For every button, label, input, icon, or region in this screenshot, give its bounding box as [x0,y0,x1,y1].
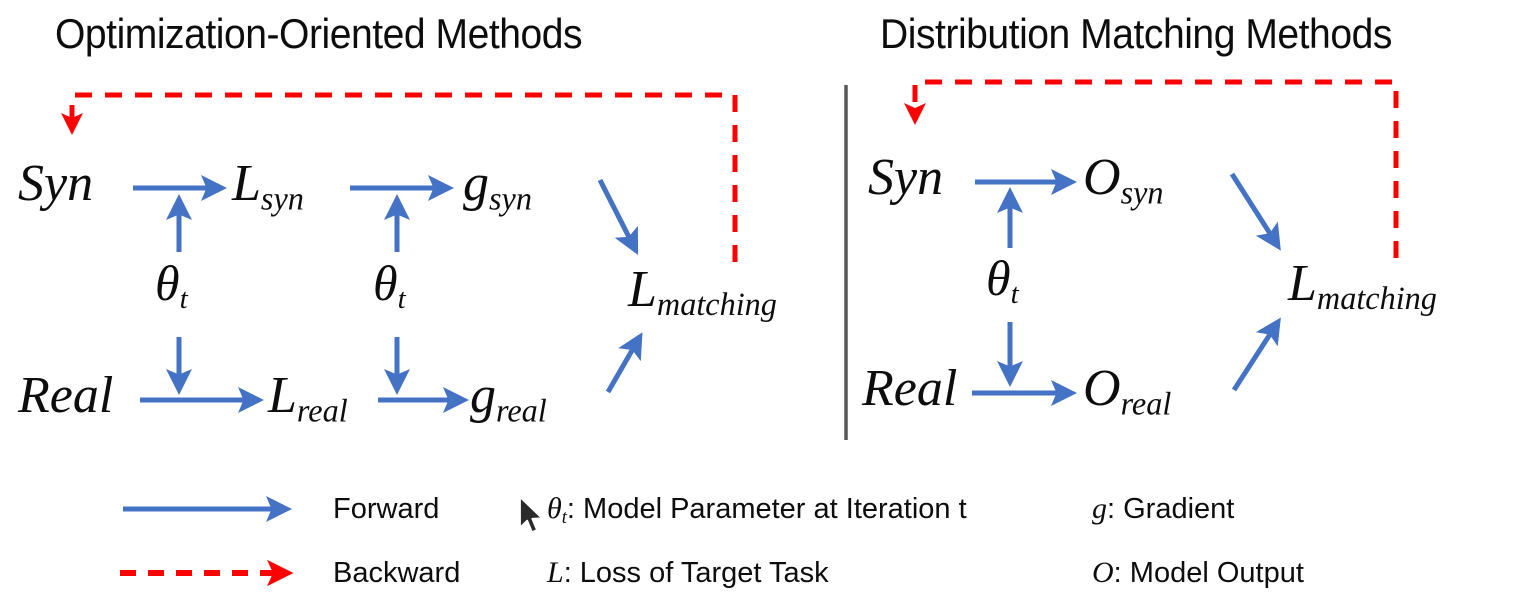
arrow-backward-left [61,92,738,262]
arrow-gsyn-to-lmatching [597,178,639,256]
legend-def-theta: θt: Model Parameter at Iteration t [547,492,967,529]
arrow-greal-to-lmatching [605,332,643,394]
legend-def-loss-text: : Loss of Target Task [563,557,829,589]
left-panel-backward-arrow [61,92,738,262]
theta-symbol: θt [547,492,567,529]
legend-def-gradient-text: : Gradient [1107,493,1235,525]
node-o-syn: Osyn [1083,149,1164,211]
node-syn-left: Syn [18,155,94,212]
node-g-syn: gsyn [463,155,532,217]
node-theta-t-left-2: θt [373,255,406,316]
gradient-symbol: g [1092,492,1107,525]
panel-title-optimization-oriented: Optimization-Oriented Methods [55,10,583,57]
node-l-syn: Lsyn [232,155,304,217]
arrow-oreal-to-lmatching [1231,317,1281,392]
panel-title-distribution-matching: Distribution Matching Methods [880,10,1392,57]
legend-def-loss: L: Loss of Target Task [547,556,829,590]
node-theta-t-right: θt [986,250,1019,311]
node-g-real: greal [470,367,547,429]
legend-def-output: O: Model Output [1092,556,1304,590]
legend-label-forward: Forward [333,493,440,525]
mouse-cursor [519,496,544,534]
node-l-real: Lreal [268,367,348,429]
node-l-matching-left: Lmatching [628,261,777,323]
legend-def-theta-text: : Model Parameter at Iteration t [566,493,967,525]
loss-symbol: L [547,556,564,589]
node-syn-right: Syn [868,149,944,206]
arrow-osyn-to-lmatching [1229,172,1281,251]
legend-def-gradient: g: Gradient [1092,492,1234,526]
legend-label-backward: Backward [333,557,461,589]
node-real-left: Real [18,367,114,424]
node-o-real: Oreal [1083,360,1172,422]
node-theta-t-left-1: θt [155,255,188,316]
node-real-right: Real [862,360,958,417]
node-l-matching-right: Lmatching [1288,255,1437,317]
legend-def-output-text: : Model Output [1113,557,1304,589]
output-symbol: O [1092,556,1114,589]
